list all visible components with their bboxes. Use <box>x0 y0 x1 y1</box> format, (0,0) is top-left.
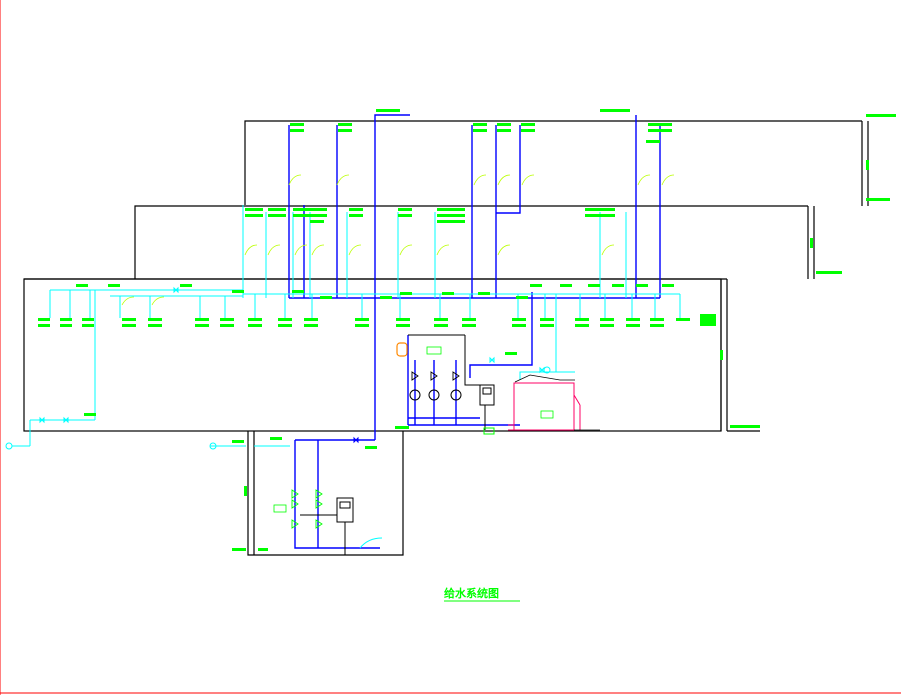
lower-pump-valves <box>291 489 323 529</box>
diagram-title: 给水系统图 <box>444 586 499 600</box>
upper-pump-valves <box>411 371 460 381</box>
cold-water-branch-pipes <box>29 205 681 447</box>
building-outline <box>23 120 869 556</box>
equipment-tags <box>273 346 554 513</box>
valves <box>5 286 551 450</box>
lower-pump-station <box>300 497 383 555</box>
heater-pipes <box>514 374 600 431</box>
water-heater <box>508 382 581 431</box>
booster-pump-set <box>408 334 495 435</box>
supply-main-pipes <box>288 114 661 549</box>
fixture-stubs <box>121 174 675 306</box>
fixture-labels <box>38 109 896 551</box>
pressure-tank <box>396 342 408 357</box>
